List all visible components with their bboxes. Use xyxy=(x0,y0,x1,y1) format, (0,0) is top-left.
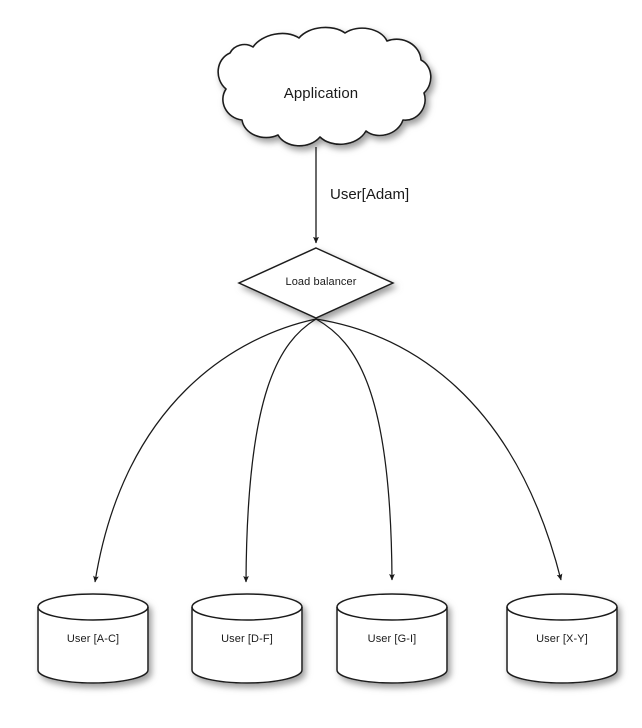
edge-to-db-1 xyxy=(243,318,317,583)
load-balancer-diamond-shape[interactable] xyxy=(237,247,395,319)
database-cylinder-3[interactable] xyxy=(506,593,618,684)
database-cylinder-2[interactable] xyxy=(336,593,448,684)
database-cylinder-0[interactable] xyxy=(37,593,149,684)
database-cylinder-1[interactable] xyxy=(191,593,303,684)
application-cloud-shape[interactable] xyxy=(217,26,432,147)
edge-to-db-2 xyxy=(315,318,395,581)
edge-to-db-3 xyxy=(315,318,563,581)
edge-to-db-0 xyxy=(93,318,317,583)
edges-balancer-to-databases xyxy=(93,318,563,583)
